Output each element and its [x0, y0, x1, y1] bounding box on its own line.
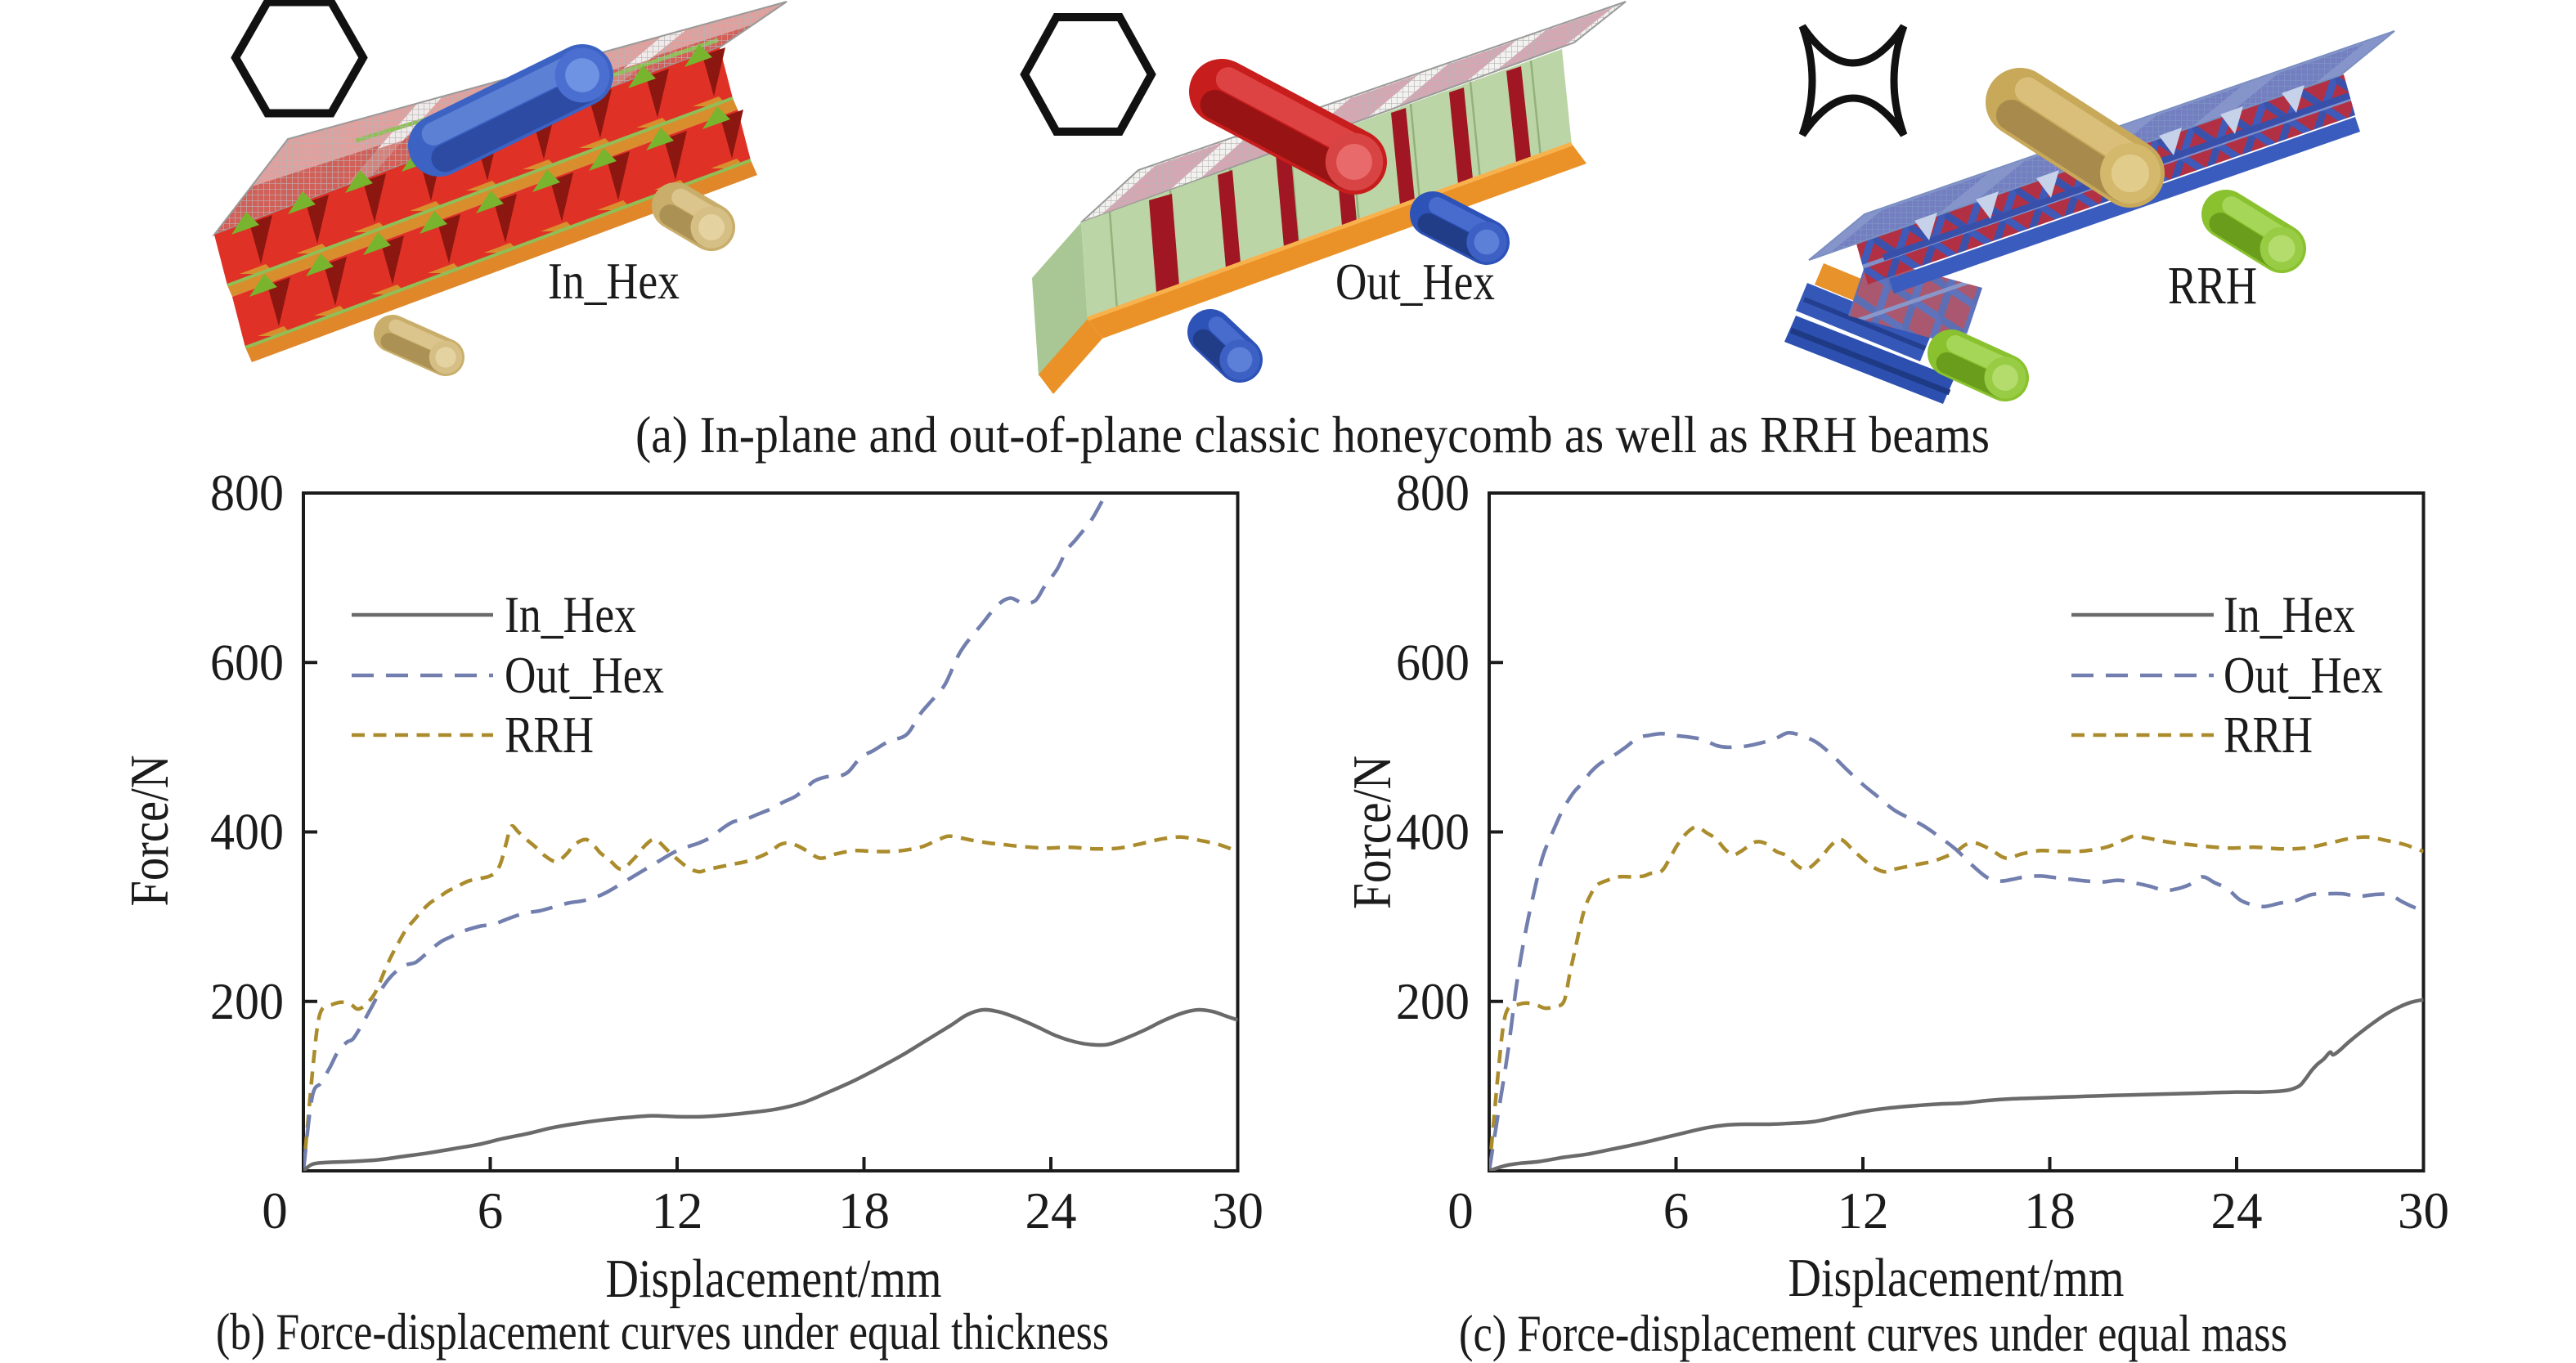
svg-text:30: 30 — [1212, 1182, 1263, 1240]
svg-text:800: 800 — [210, 464, 284, 522]
svg-text:6: 6 — [1663, 1182, 1690, 1240]
svg-text:Displacement/mm: Displacement/mm — [1788, 1248, 2125, 1308]
svg-text:600: 600 — [210, 634, 284, 691]
svg-text:In_Hex: In_Hex — [2224, 585, 2355, 643]
svg-text:Out_Hex: Out_Hex — [2224, 646, 2383, 704]
svg-text:24: 24 — [2211, 1182, 2263, 1240]
svg-text:800: 800 — [1396, 464, 1470, 522]
svg-text:(b) Force-displacement curves: (b) Force-displacement curves under equa… — [216, 1302, 1109, 1361]
svg-text:200: 200 — [210, 973, 284, 1030]
svg-text:RRH: RRH — [2168, 256, 2257, 316]
svg-text:18: 18 — [2024, 1182, 2076, 1240]
svg-text:Force/N: Force/N — [119, 755, 180, 907]
svg-text:18: 18 — [838, 1182, 890, 1240]
svg-text:Force/N: Force/N — [1342, 755, 1402, 909]
svg-text:(a) In-plane and out-of-plane: (a) In-plane and out-of-plane classic ho… — [635, 406, 1990, 464]
svg-text:0: 0 — [1447, 1182, 1474, 1240]
svg-text:Out_Hex: Out_Hex — [505, 646, 664, 704]
svg-text:RRH: RRH — [505, 706, 594, 764]
svg-text:400: 400 — [1396, 804, 1470, 861]
svg-text:12: 12 — [652, 1182, 703, 1240]
svg-text:Displacement/mm: Displacement/mm — [606, 1249, 942, 1309]
svg-text:0: 0 — [262, 1182, 288, 1240]
svg-text:24: 24 — [1025, 1182, 1077, 1240]
svg-text:6: 6 — [478, 1182, 504, 1240]
svg-text:In_Hex: In_Hex — [548, 252, 680, 310]
svg-text:(c) Force-displacement curves: (c) Force-displacement curves under equa… — [1459, 1304, 2287, 1362]
svg-text:In_Hex: In_Hex — [505, 585, 636, 643]
svg-text:200: 200 — [1396, 973, 1470, 1030]
svg-text:Out_Hex: Out_Hex — [1335, 253, 1495, 311]
svg-text:30: 30 — [2398, 1182, 2449, 1240]
svg-text:12: 12 — [1838, 1182, 1889, 1240]
svg-text:400: 400 — [210, 804, 284, 861]
svg-text:RRH: RRH — [2224, 706, 2313, 764]
svg-text:600: 600 — [1396, 634, 1470, 691]
